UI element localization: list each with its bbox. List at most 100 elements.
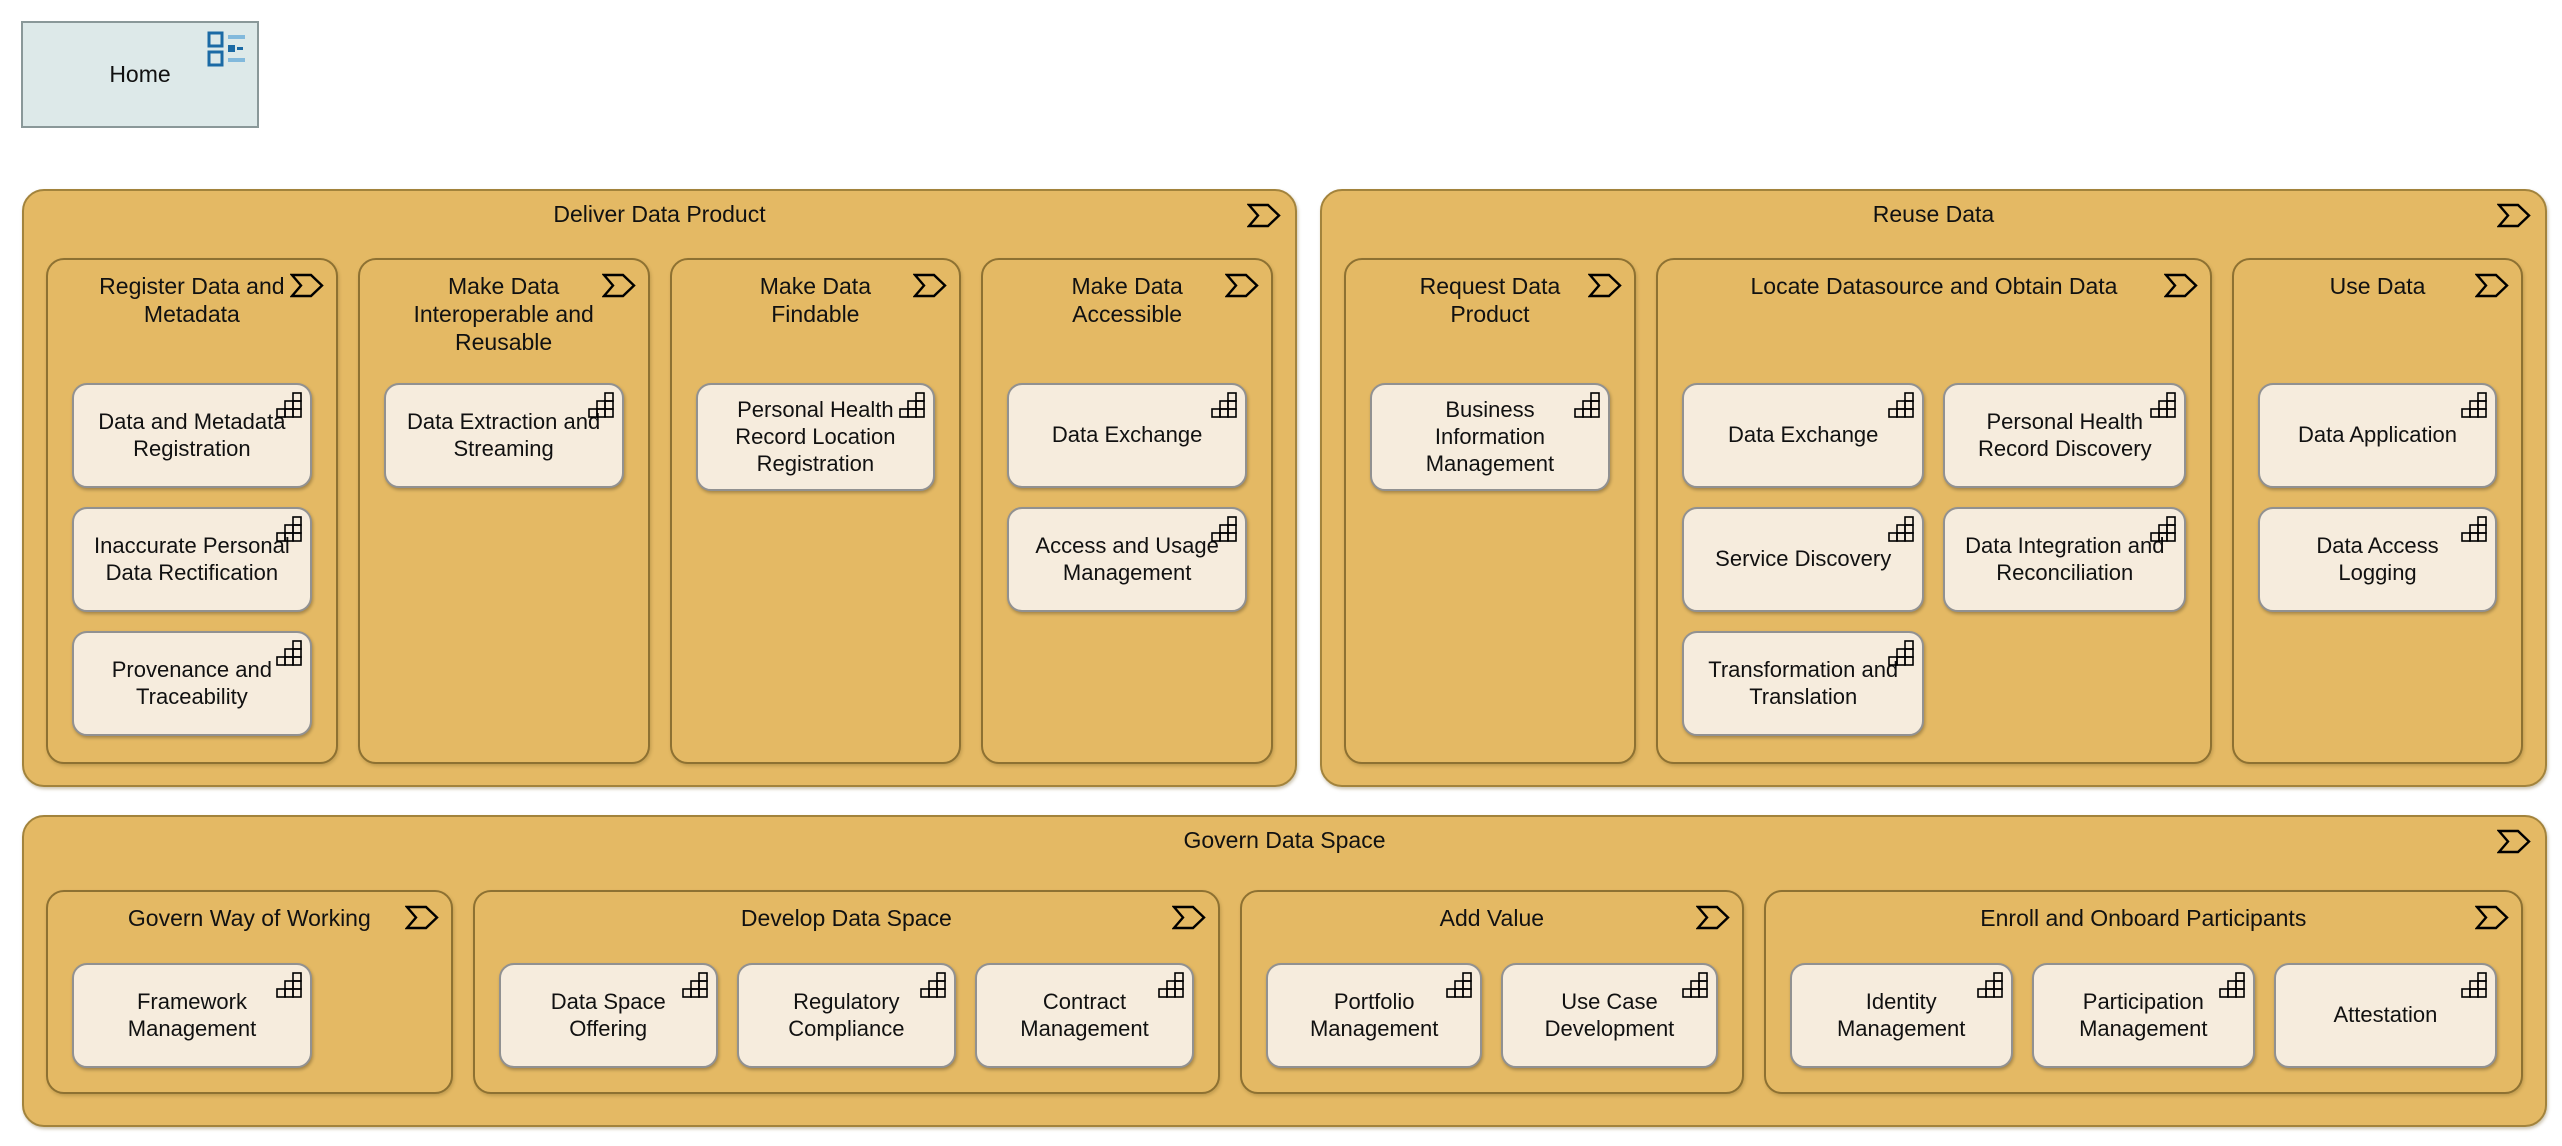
- capability-list: Data Exchange Access and Usage Managemen…: [1007, 383, 1247, 612]
- capability-icon: [2461, 972, 2487, 1005]
- capability-label: Portfolio Management: [1309, 988, 1439, 1041]
- value-stream-govern-data-space[interactable]: Govern Data Space Govern Way of Working …: [22, 815, 2547, 1127]
- value-stream-chevron-icon: [405, 905, 439, 935]
- stage-title: Use Data: [2329, 273, 2426, 299]
- capability-regulatory-compliance[interactable]: Regulatory Compliance: [736, 963, 956, 1068]
- capability-list: Portfolio Management Use Case Developmen…: [1266, 963, 1718, 1068]
- capability-participation-management[interactable]: Participation Management: [2031, 963, 2255, 1068]
- capability-list: Business Information Management: [1370, 383, 1610, 492]
- stage-title: Register Data and Metadata: [99, 273, 285, 328]
- capability-label: Participation Management: [2079, 988, 2208, 1041]
- capability-service-discovery[interactable]: Service Discovery: [1681, 507, 1925, 612]
- capability-personal-health-record-discovery[interactable]: Personal Health Record Discovery: [1943, 383, 2187, 488]
- value-stream-chevron-icon: [1247, 203, 1281, 233]
- capability-data-and-metadata-registration[interactable]: Data and Metadata Registration: [72, 383, 312, 488]
- capability-data-exchange[interactable]: Data Exchange: [1681, 383, 1925, 488]
- capability-icon: [1888, 640, 1915, 673]
- value-stream-chevron-icon: [1225, 273, 1259, 303]
- capability-label: Transformation and Translation: [1708, 656, 1899, 709]
- capability-label: Personal Health Record Discovery: [1977, 408, 2152, 461]
- home-label: Home: [109, 61, 171, 87]
- value-stream-chevron-icon: [2164, 273, 2198, 303]
- capability-transformation-and-translation[interactable]: Transformation and Translation: [1681, 631, 1925, 736]
- capability-business-information-management[interactable]: Business Information Management: [1370, 383, 1610, 492]
- capability-list: Framework Management: [72, 963, 427, 1068]
- capability-data-application[interactable]: Data Application: [2258, 383, 2497, 488]
- capability-provenance-and-traceability[interactable]: Provenance and Traceability: [72, 631, 312, 736]
- capability-icon: [275, 516, 302, 549]
- stage-register-data-and-metadata[interactable]: Register Data and Metadata Data and Meta…: [46, 258, 338, 764]
- stage-title: Make Data Interoperable and Reusable: [413, 273, 594, 356]
- capability-label: Data Exchange: [1051, 422, 1203, 448]
- capability-identity-management[interactable]: Identity Management: [1789, 963, 2013, 1068]
- capability-icon: [2150, 516, 2176, 549]
- stage-title: Enroll and Onboard Participants: [1980, 905, 2307, 931]
- capability-use-case-development[interactable]: Use Case Development: [1501, 963, 1718, 1068]
- capability-personal-health-record-location-registration[interactable]: Personal Health Record Location Registra…: [695, 383, 936, 492]
- capability-label: Data Space Offering: [550, 988, 666, 1041]
- stage-govern-way-of-working[interactable]: Govern Way of Working Framework Manageme…: [46, 890, 453, 1094]
- capability-icon: [1976, 972, 2003, 1005]
- capability-data-access-logging[interactable]: Data Access Logging: [2258, 507, 2497, 612]
- stage-make-data-accessible[interactable]: Make Data Accessible Data Exchange Acces…: [981, 258, 1273, 764]
- value-stream-reuse-data[interactable]: Reuse Data Request Data Product Business…: [1320, 189, 2547, 787]
- capability-icon: [1211, 516, 1237, 549]
- capability-access-and-usage-management[interactable]: Access and Usage Management: [1007, 507, 1247, 612]
- capability-label: Provenance and Traceability: [111, 656, 272, 709]
- capability-list: Data Extraction and Streaming: [383, 383, 624, 488]
- capability-label: Service Discovery: [1715, 546, 1892, 572]
- capability-data-space-offering[interactable]: Data Space Offering: [498, 963, 718, 1068]
- value-stream-chevron-icon: [290, 273, 324, 303]
- capability-icon: [275, 392, 302, 425]
- capability-data-integration-and-reconciliation[interactable]: Data Integration and Reconciliation: [1943, 507, 2187, 612]
- capability-list: Data Space Offering Regulatory Complianc…: [498, 963, 1195, 1068]
- capability-icon: [1888, 392, 1915, 425]
- home-element[interactable]: Home: [21, 21, 259, 128]
- capability-list: Data Application Data Access Logging: [2258, 383, 2497, 612]
- capability-label: Use Case Development: [1544, 988, 1675, 1041]
- capability-label: Contract Management: [1020, 988, 1149, 1041]
- capability-label: Framework Management: [127, 988, 257, 1041]
- stage-title: Develop Data Space: [740, 905, 952, 931]
- value-stream-chevron-icon: [2497, 203, 2531, 233]
- capability-label: Access and Usage Management: [1035, 532, 1219, 585]
- value-stream-title: Deliver Data Product: [553, 201, 766, 227]
- stage-use-data[interactable]: Use Data Data Application Data Access Lo…: [2232, 258, 2523, 764]
- capability-data-extraction-and-streaming[interactable]: Data Extraction and Streaming: [383, 383, 624, 488]
- stage-title: Make Data Findable: [759, 273, 871, 328]
- capability-data-exchange[interactable]: Data Exchange: [1007, 383, 1247, 488]
- capability-list: Personal Health Record Location Registra…: [695, 383, 936, 492]
- capability-label: Business Information Management: [1425, 397, 1555, 476]
- stage-add-value[interactable]: Add Value Portfolio Management Use Case …: [1240, 890, 1744, 1094]
- stage-make-data-findable[interactable]: Make Data Findable Personal Health Recor…: [669, 258, 962, 764]
- capability-icon: [1574, 392, 1600, 425]
- capability-inaccurate-personal-data-rectification[interactable]: Inaccurate Personal Data Rectification: [72, 507, 312, 612]
- capability-label: Data Application: [2298, 422, 2458, 448]
- capability-label: Attestation: [2333, 1002, 2438, 1028]
- value-stream-deliver-data-product[interactable]: Deliver Data Product Register Data and M…: [22, 189, 1297, 787]
- stage-develop-data-space[interactable]: Develop Data Space Data Space Offering R…: [472, 890, 1221, 1094]
- stage-request-data-product[interactable]: Request Data Product Business Informatio…: [1344, 258, 1636, 764]
- capability-icon: [275, 640, 302, 673]
- capability-contract-management[interactable]: Contract Management: [974, 963, 1195, 1068]
- stage-make-data-interoperable-and-reusable[interactable]: Make Data Interoperable and Reusable Dat…: [357, 258, 650, 764]
- capability-grid: Data Exchange Personal Health Record Dis…: [1681, 383, 2187, 736]
- capability-icon: [1158, 972, 1184, 1005]
- capability-icon: [681, 972, 708, 1005]
- value-stream-title: Reuse Data: [1872, 201, 1995, 227]
- value-stream-chevron-icon: [1588, 273, 1622, 303]
- stage-enroll-and-onboard-participants[interactable]: Enroll and Onboard Participants Identity…: [1763, 890, 2523, 1094]
- value-stream-chevron-icon: [2475, 273, 2509, 303]
- stage-locate-datasource-and-obtain-data[interactable]: Locate Datasource and Obtain Data Data E…: [1655, 258, 2213, 764]
- stages-row: Request Data Product Business Informatio…: [1344, 258, 2523, 764]
- capability-list: Data and Metadata Registration Inaccurat…: [72, 383, 312, 736]
- capability-framework-management[interactable]: Framework Management: [72, 963, 312, 1068]
- capability-label: Data Access Logging: [2316, 532, 2439, 585]
- capability-icon: [2150, 392, 2176, 425]
- capability-portfolio-management[interactable]: Portfolio Management: [1266, 963, 1483, 1068]
- capability-attestation[interactable]: Attestation: [2273, 963, 2497, 1068]
- stage-title: Make Data Accessible: [1071, 273, 1183, 328]
- stages-row: Register Data and Metadata Data and Meta…: [46, 258, 1273, 764]
- capability-icon: [2461, 392, 2487, 425]
